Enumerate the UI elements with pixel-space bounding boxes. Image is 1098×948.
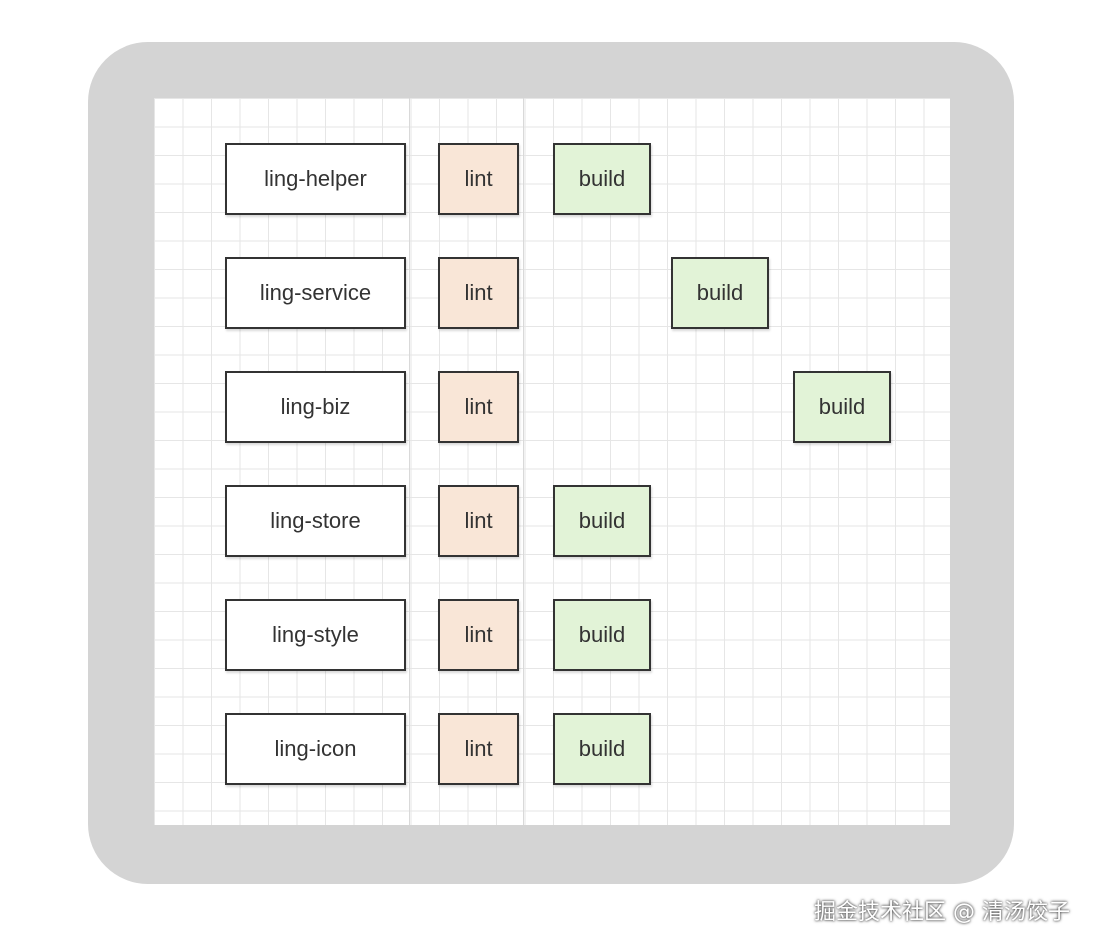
package-box-ling-icon: ling-icon: [225, 713, 406, 785]
build-box: build: [793, 371, 891, 443]
build-box: build: [553, 599, 651, 671]
lint-box: lint: [438, 599, 519, 671]
package-box-ling-style: ling-style: [225, 599, 406, 671]
package-box-ling-biz: ling-biz: [225, 371, 406, 443]
build-box: build: [553, 485, 651, 557]
build-box: build: [553, 713, 651, 785]
lint-box: lint: [438, 371, 519, 443]
lint-box: lint: [438, 257, 519, 329]
package-box-ling-store: ling-store: [225, 485, 406, 557]
watermark: 掘金技术社区 @ 清汤饺子: [814, 900, 1070, 925]
column-divider: [409, 98, 410, 825]
column-divider: [523, 98, 524, 825]
lint-box: lint: [438, 485, 519, 557]
build-box: build: [553, 143, 651, 215]
package-box-ling-service: ling-service: [225, 257, 406, 329]
lint-box: lint: [438, 143, 519, 215]
build-box: build: [671, 257, 769, 329]
lint-box: lint: [438, 713, 519, 785]
package-box-ling-helper: ling-helper: [225, 143, 406, 215]
grid-canvas: [154, 98, 950, 825]
